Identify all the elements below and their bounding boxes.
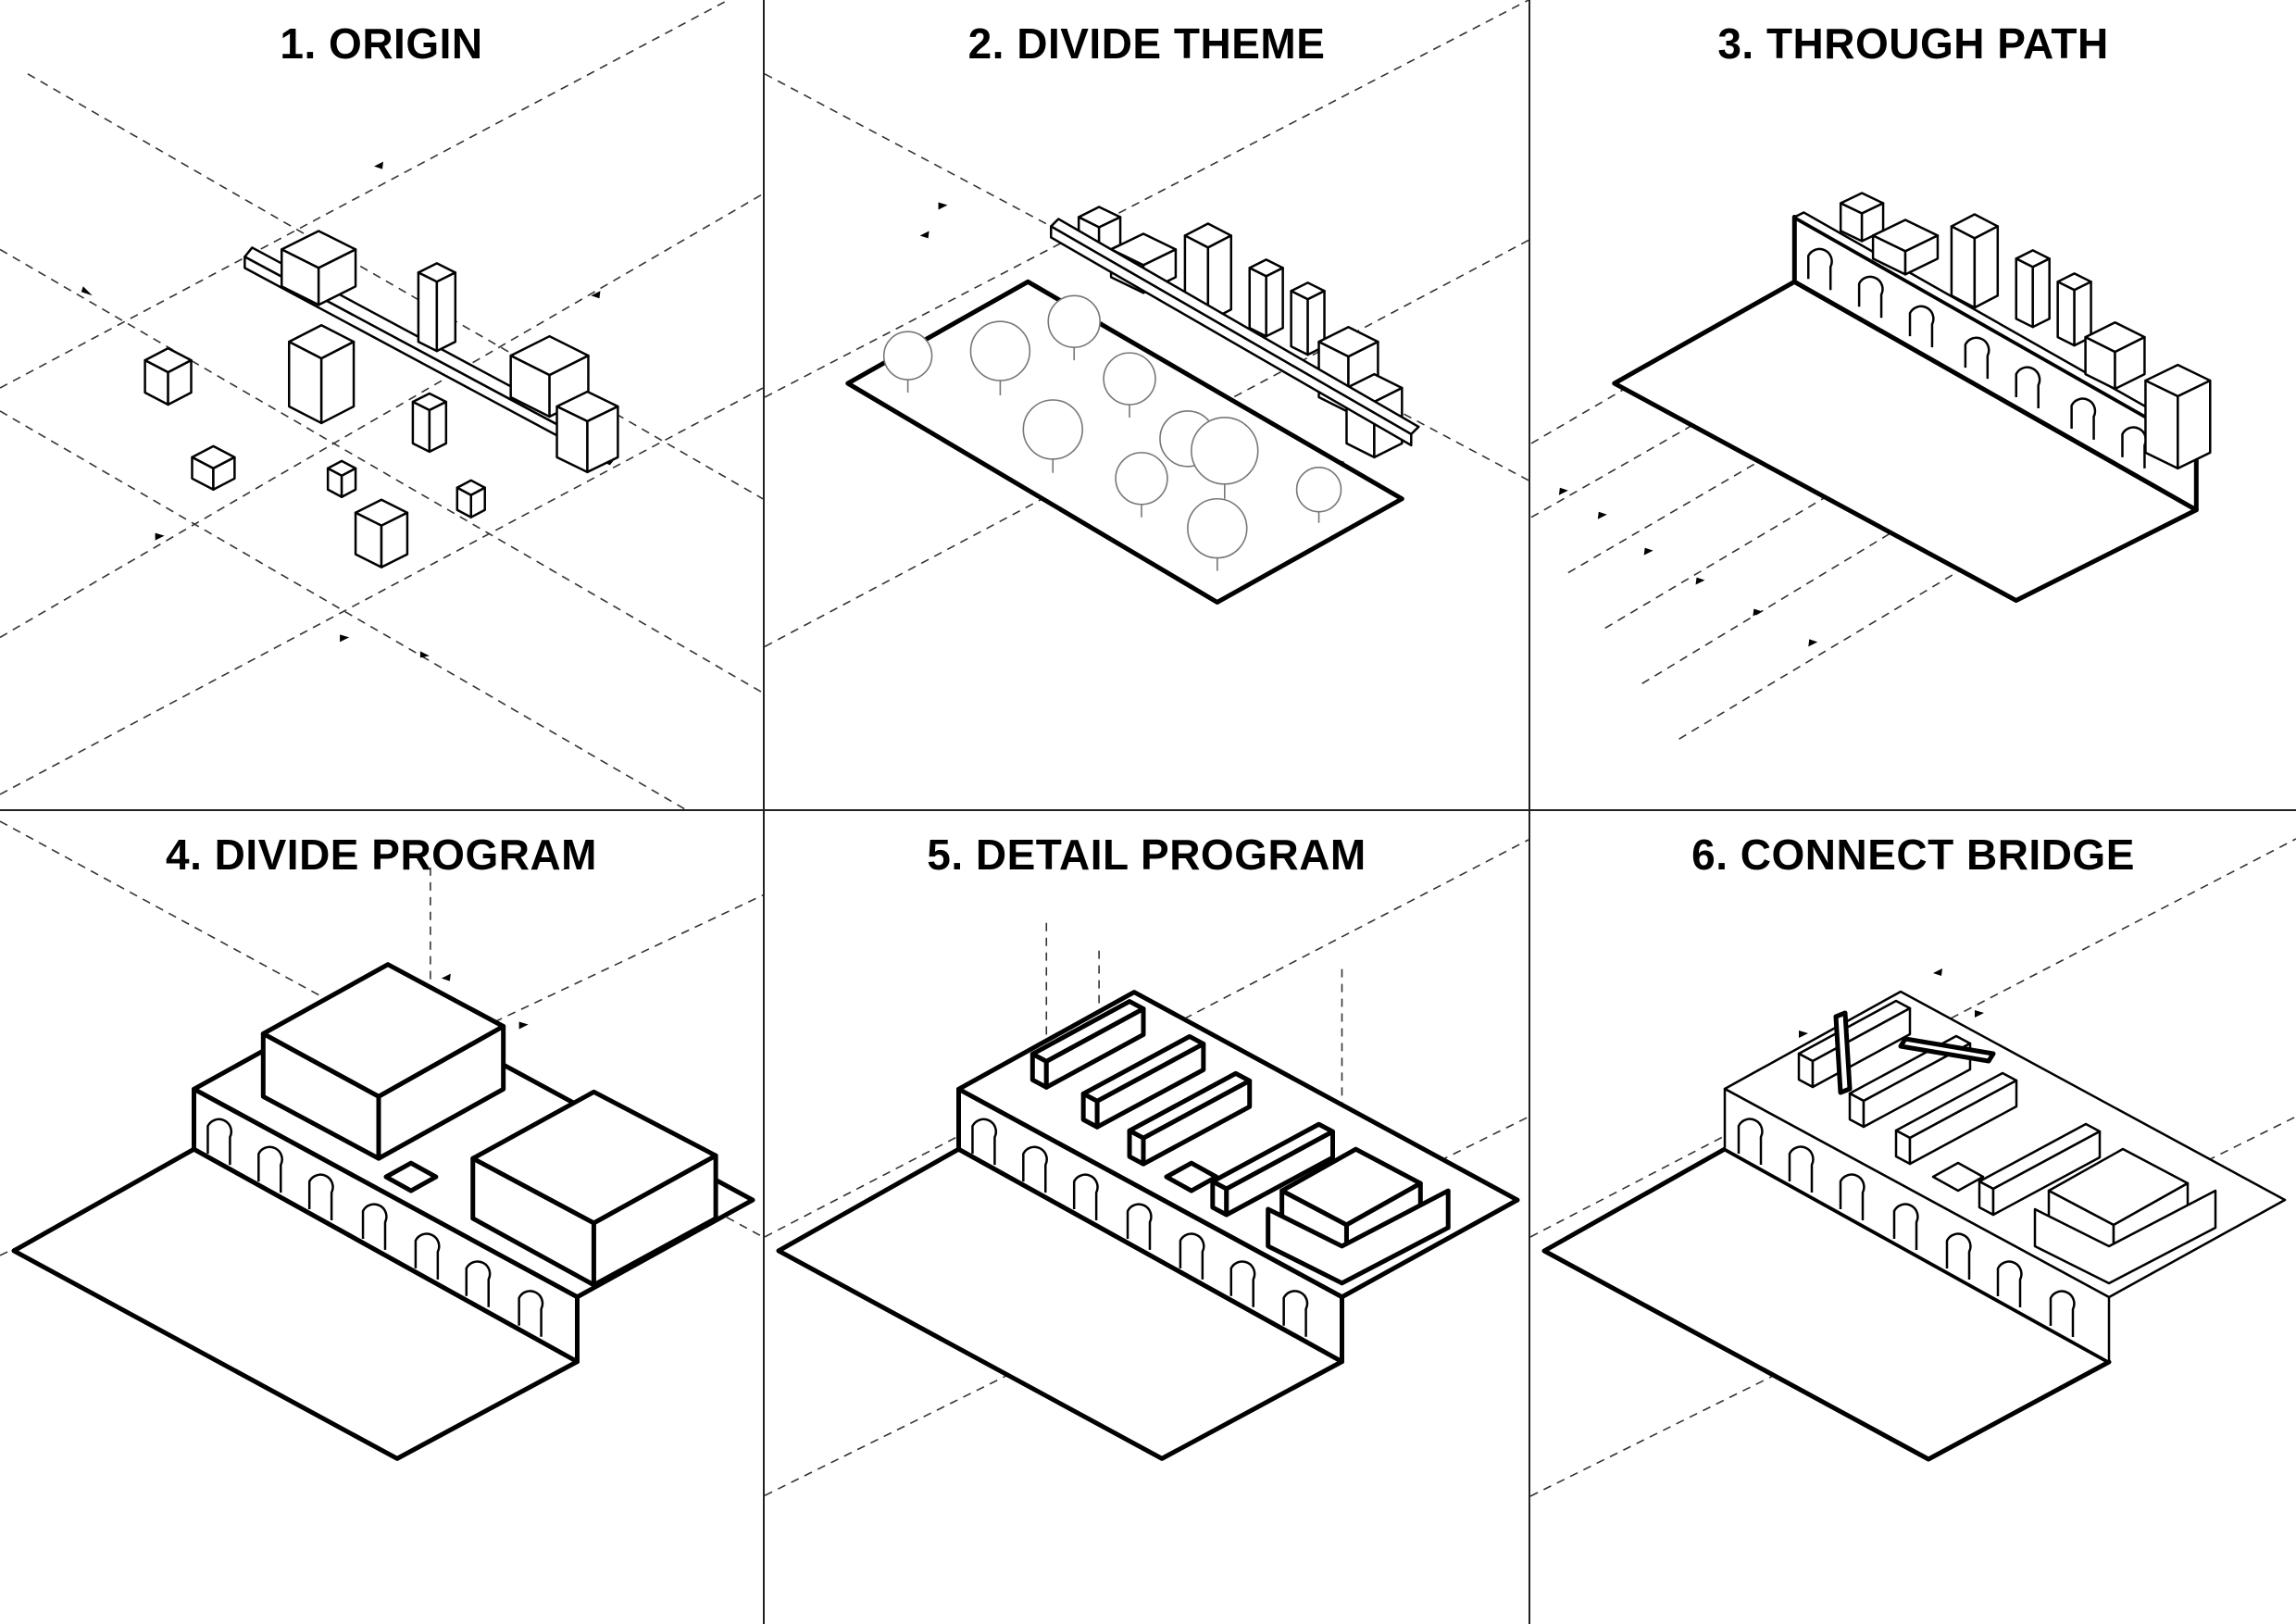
panel-origin: 1. ORIGIN: [0, 0, 765, 811]
divide-program-diagram: [0, 820, 763, 1461]
panel-title: 3. THROUGH PATH: [1717, 19, 2109, 68]
panel-title: 5. DETAIL PROGRAM: [927, 831, 1366, 879]
panel-title: 6. CONNECT BRIDGE: [1691, 831, 2135, 879]
connect-bridge-diagram: [1530, 838, 2296, 1497]
panel-title: 2. DIVIDE THEME: [967, 19, 1326, 68]
panel-title: 1. ORIGIN: [280, 19, 483, 68]
panel-divide-theme: 2. DIVIDE THEME: [765, 0, 1530, 811]
through-path-diagram: [1530, 192, 2212, 740]
detail-program-diagram: [765, 839, 1529, 1496]
panel-detail-program: 5. DETAIL PROGRAM: [765, 811, 1530, 1624]
panel-through-path: 3. THROUGH PATH: [1530, 0, 2296, 811]
panel-title: 4. DIVIDE PROGRAM: [165, 831, 597, 879]
origin-diagram: [0, 0, 763, 809]
panel-connect-bridge: 6. CONNECT BRIDGE: [1530, 811, 2296, 1624]
panel-divide-program: 4. DIVIDE PROGRAM: [0, 811, 765, 1624]
tree-icon: [882, 294, 1342, 571]
divide-theme-diagram: [765, 0, 1529, 648]
